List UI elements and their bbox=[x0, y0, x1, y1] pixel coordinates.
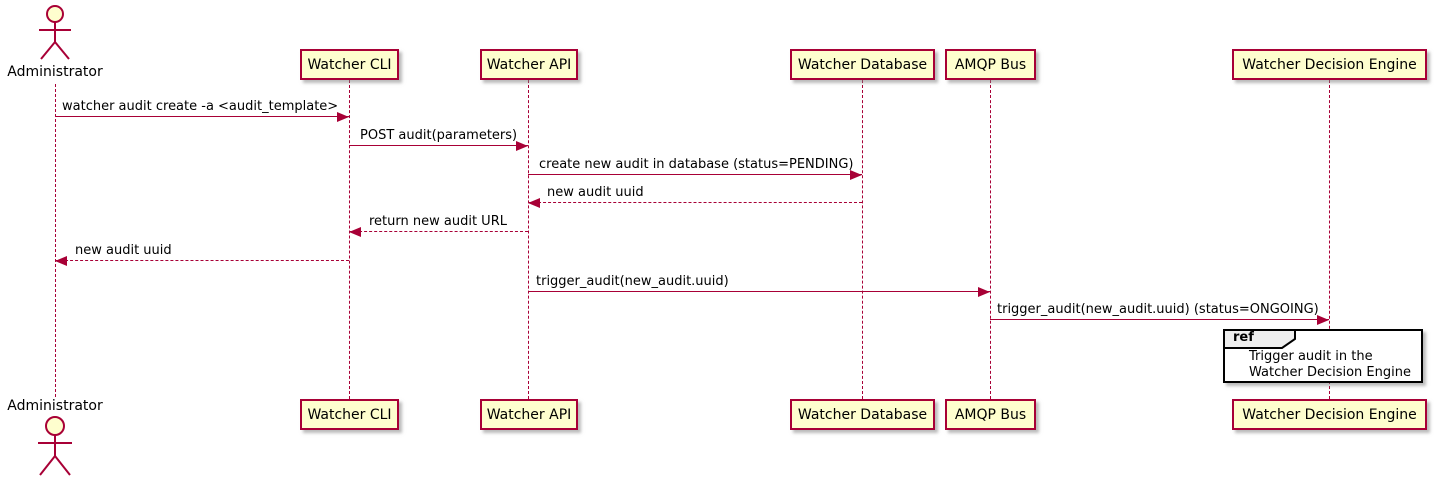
ref-text-line-1: Trigger audit in the bbox=[1249, 349, 1373, 364]
message-label: create new audit in database (status=PEN… bbox=[539, 157, 854, 172]
arrowhead-right-icon bbox=[516, 141, 528, 151]
participant-label: Watcher API bbox=[486, 406, 572, 423]
participant-watcher-decision-engine-top: Watcher Decision Engine bbox=[1232, 49, 1427, 80]
participant-amqp-bus-top: AMQP Bus bbox=[945, 49, 1036, 80]
participant-label: Watcher Database bbox=[797, 56, 928, 73]
participant-watcher-cli-bottom: Watcher CLI bbox=[300, 399, 399, 430]
participant-label: Watcher CLI bbox=[307, 406, 392, 423]
message-line bbox=[528, 291, 990, 292]
participant-watcher-decision-engine-bottom: Watcher Decision Engine bbox=[1232, 399, 1427, 430]
message-label: new audit uuid bbox=[547, 185, 644, 200]
message-label: POST audit(parameters) bbox=[360, 128, 518, 143]
participant-watcher-api-top: Watcher API bbox=[480, 49, 578, 80]
ref-text-line-2: Watcher Decision Engine bbox=[1249, 365, 1411, 380]
message-line bbox=[55, 260, 349, 261]
message-label: return new audit URL bbox=[369, 214, 507, 229]
arrowhead-left-icon bbox=[349, 227, 361, 237]
lifeline-amqp-bus bbox=[989, 80, 991, 399]
message-label: trigger_audit(new_audit.uuid) bbox=[536, 274, 729, 289]
message-line bbox=[349, 231, 528, 232]
message-label: trigger_audit(new_audit.uuid) (status=ON… bbox=[997, 302, 1319, 317]
lifeline-watcher-decision-engine bbox=[1328, 80, 1330, 399]
participant-watcher-cli-top: Watcher CLI bbox=[300, 49, 399, 80]
message-2: POST audit(parameters) bbox=[349, 126, 528, 151]
actor-icon bbox=[35, 3, 75, 63]
lifeline-watcher-api bbox=[527, 80, 529, 399]
participant-watcher-database-top: Watcher Database bbox=[790, 49, 935, 80]
arrowhead-left-icon bbox=[55, 256, 67, 266]
actor-label-bottom: Administrator bbox=[7, 398, 103, 414]
lifeline-watcher-database bbox=[861, 80, 863, 399]
message-line bbox=[528, 202, 862, 203]
ref-text: Trigger audit in the Watcher Decision En… bbox=[1249, 349, 1411, 381]
message-line bbox=[528, 174, 862, 175]
lifeline-administrator bbox=[54, 84, 56, 397]
participant-label: Watcher CLI bbox=[307, 56, 392, 73]
message-8: trigger_audit(new_audit.uuid) (status=ON… bbox=[990, 300, 1329, 325]
message-3: create new audit in database (status=PEN… bbox=[528, 155, 862, 180]
ref-keyword: ref bbox=[1233, 330, 1254, 345]
participant-label: Watcher Decision Engine bbox=[1242, 406, 1417, 423]
participant-label: Watcher API bbox=[486, 56, 572, 73]
ref-fragment: ref Trigger audit in the Watcher Decisio… bbox=[1223, 329, 1423, 383]
arrowhead-right-icon bbox=[978, 287, 990, 297]
message-1: watcher audit create -a <audit_template> bbox=[55, 97, 349, 122]
arrowhead-left-icon bbox=[528, 198, 540, 208]
message-line bbox=[349, 145, 528, 146]
message-label: new audit uuid bbox=[75, 243, 172, 258]
message-5: return new audit URL bbox=[349, 212, 528, 237]
ref-pentagon-icon: ref bbox=[1223, 329, 1297, 349]
message-6: new audit uuid bbox=[55, 241, 349, 266]
participant-watcher-api-bottom: Watcher API bbox=[480, 399, 578, 430]
message-line bbox=[55, 116, 349, 117]
actor-label-top: Administrator bbox=[7, 64, 103, 80]
participant-label: AMQP Bus bbox=[954, 56, 1027, 73]
participant-amqp-bus-bottom: AMQP Bus bbox=[945, 399, 1036, 430]
message-7: trigger_audit(new_audit.uuid) bbox=[528, 272, 990, 297]
participant-label: Watcher Decision Engine bbox=[1242, 56, 1417, 73]
arrowhead-right-icon bbox=[850, 170, 862, 180]
arrowhead-right-icon bbox=[337, 112, 349, 122]
participant-watcher-database-bottom: Watcher Database bbox=[790, 399, 935, 430]
actor-icon bbox=[35, 414, 75, 480]
participant-label: Watcher Database bbox=[797, 406, 928, 423]
lifeline-watcher-cli bbox=[348, 80, 350, 399]
message-label: watcher audit create -a <audit_template> bbox=[62, 99, 339, 114]
participant-label: AMQP Bus bbox=[954, 406, 1027, 423]
message-4: new audit uuid bbox=[528, 183, 862, 208]
message-line bbox=[990, 319, 1329, 320]
arrowhead-right-icon bbox=[1317, 315, 1329, 325]
